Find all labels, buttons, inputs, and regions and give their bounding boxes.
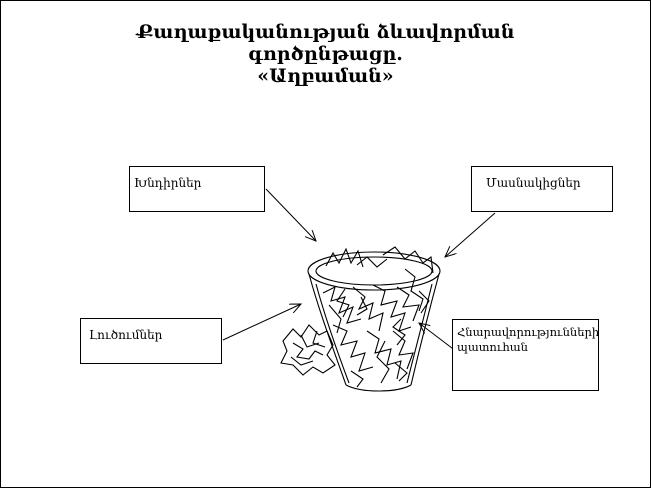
participants-label: Մասնակիցներ — [486, 176, 581, 190]
crumpled-paper-icon — [280, 324, 336, 376]
problems-box: Խնդիրներ — [129, 166, 265, 212]
title-line-2: գործընթացը. — [248, 43, 403, 65]
garbage-can-icon — [307, 246, 441, 392]
solutions-box: Լուծումներ — [80, 318, 222, 364]
arrow-problems — [265, 188, 316, 241]
opportunities-label: Հնարավորությունների պատուհան — [457, 325, 600, 354]
participants-box: Մասնակիցներ — [471, 166, 613, 212]
arrow-participants — [445, 212, 496, 257]
problems-label: Խնդիրներ — [134, 176, 202, 190]
solutions-label: Լուծումներ — [89, 328, 163, 342]
opportunities-window-box: Հնարավորությունների պատուհան — [452, 319, 599, 391]
arrow-solutions — [222, 304, 301, 341]
title-line-1: Քաղաքականության ձևավորման — [136, 21, 515, 43]
slide-title: Քաղաքականության ձևավորման գործընթացը. «Ա… — [1, 21, 650, 87]
title-line-3: «Աղբաման» — [257, 65, 394, 87]
